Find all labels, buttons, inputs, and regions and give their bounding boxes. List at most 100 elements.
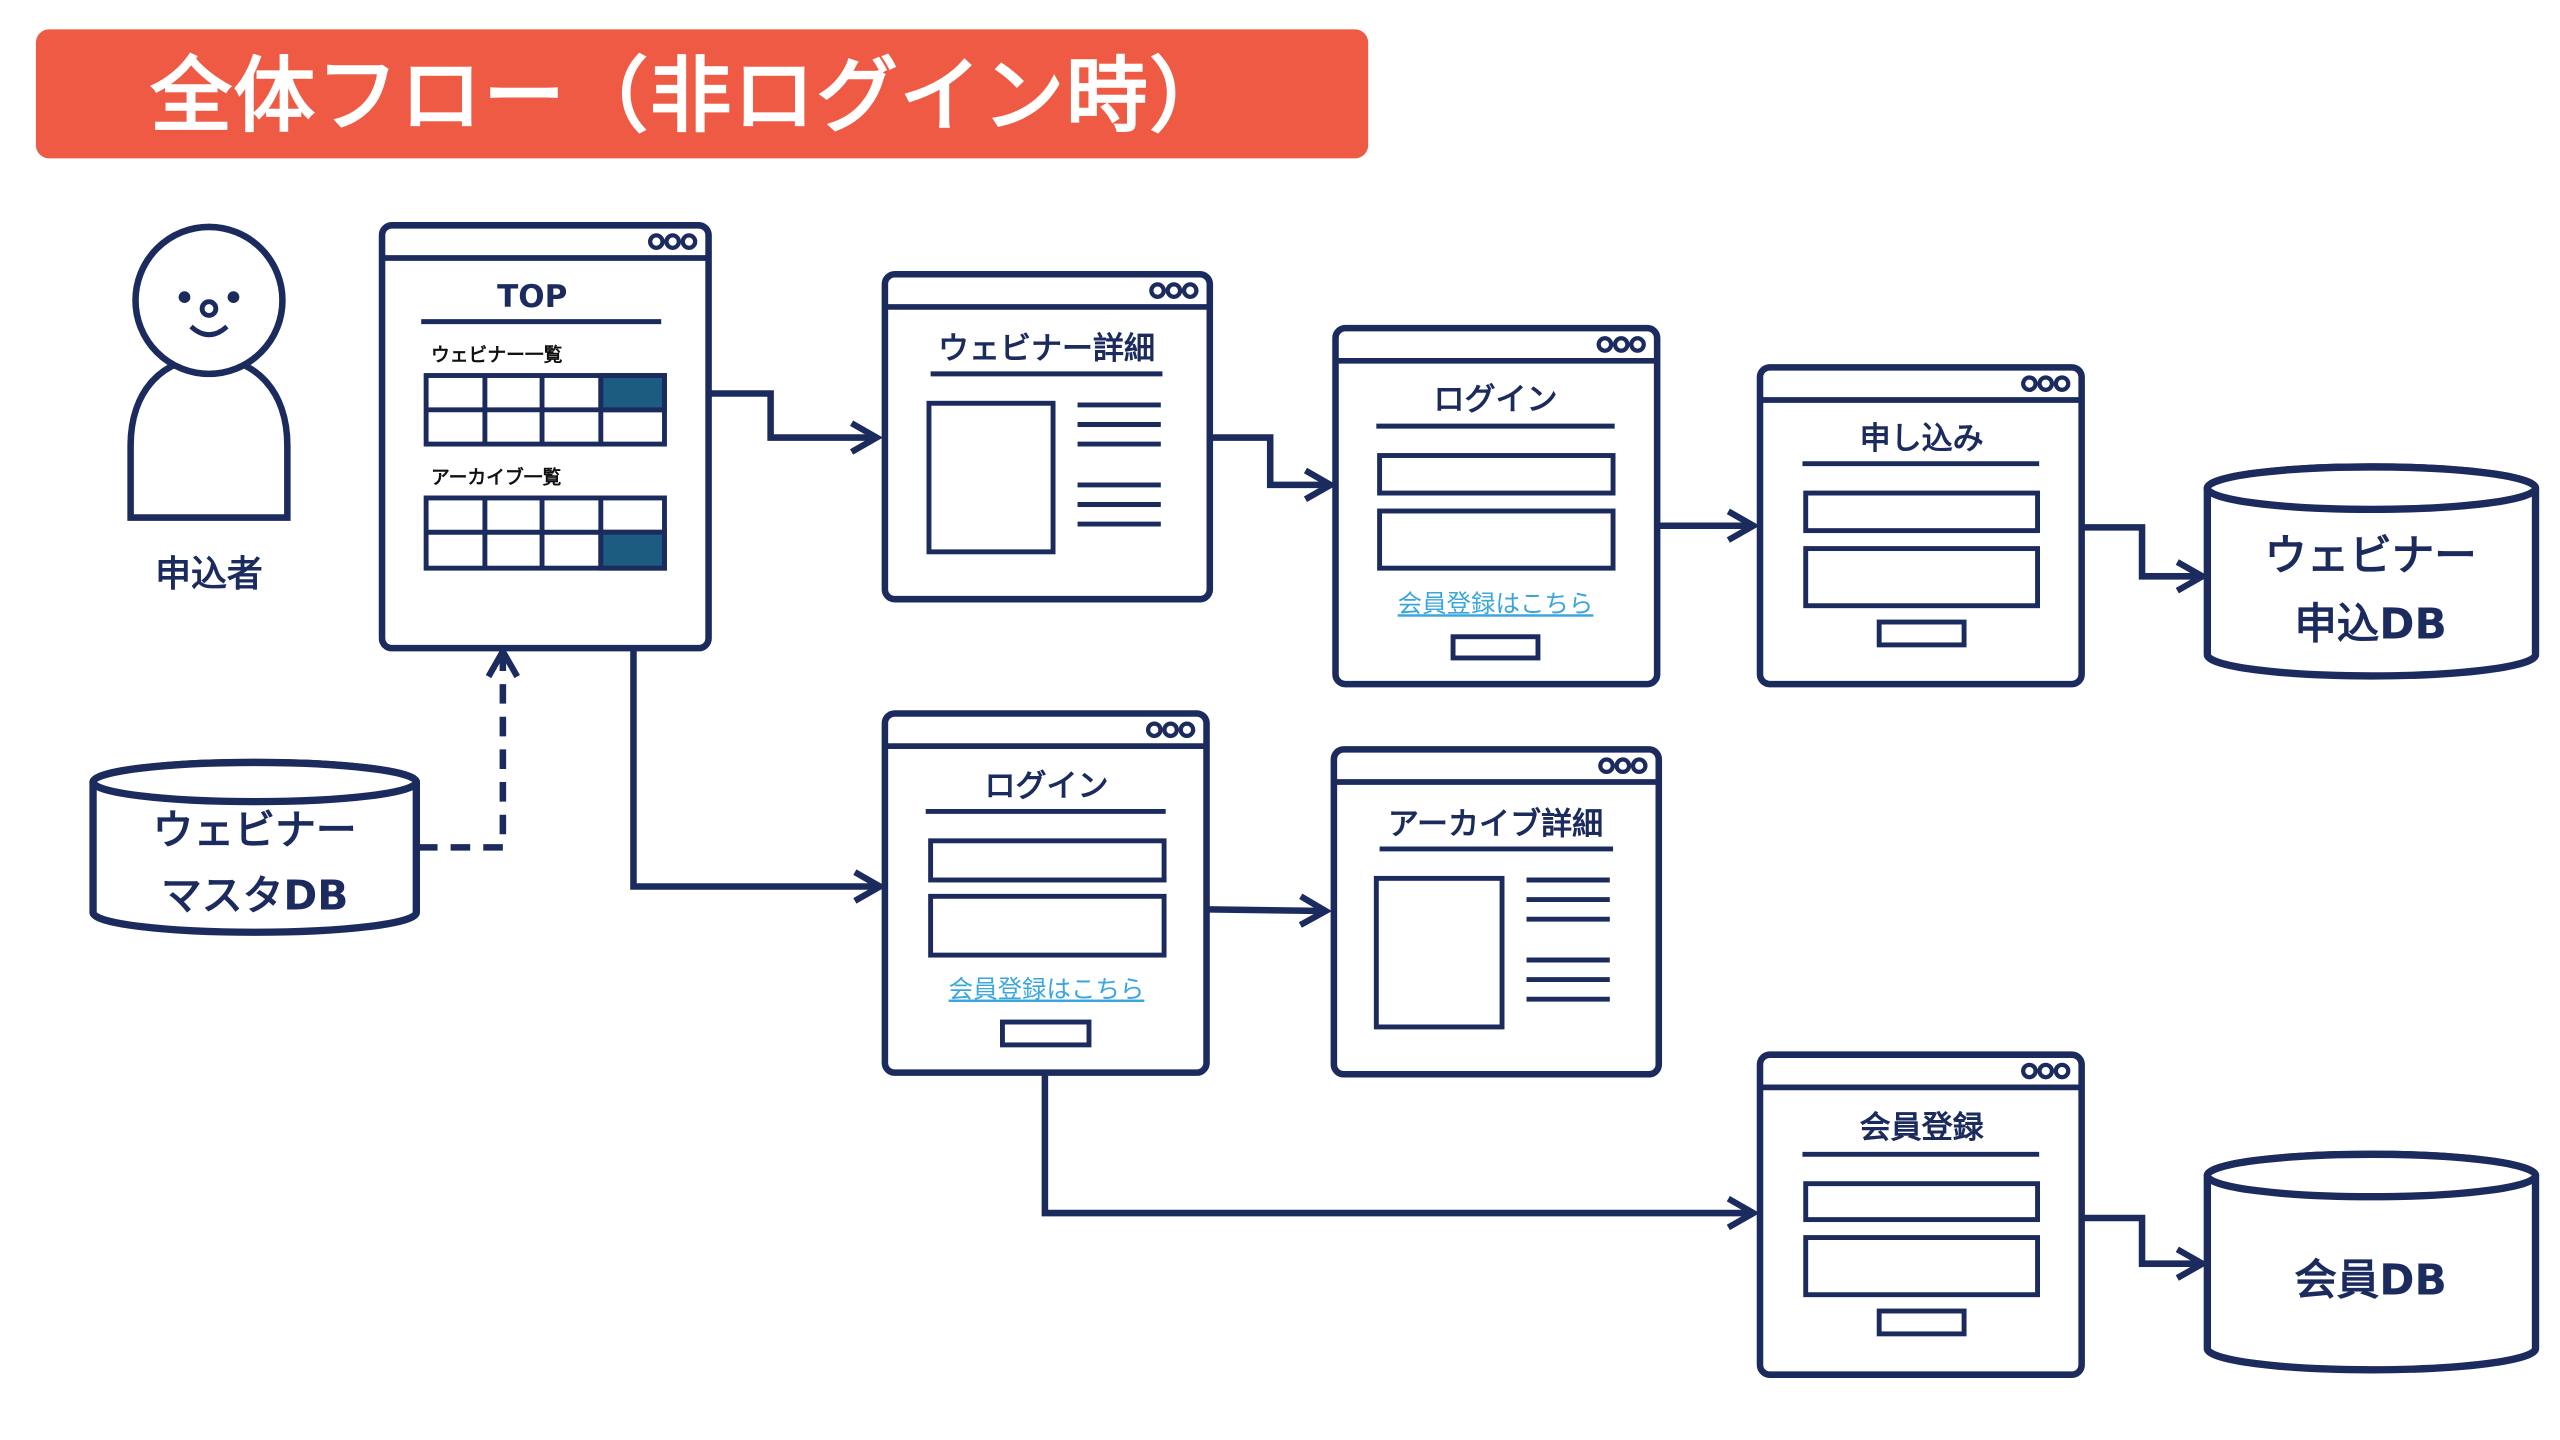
window-dot xyxy=(2037,375,2055,392)
screen-webinar-login: ログイン 会員登録はこちら xyxy=(1332,324,1661,688)
window-dots-icon xyxy=(1149,282,1199,299)
flow-arrows xyxy=(417,390,2203,1264)
window-dot xyxy=(2037,1062,2055,1080)
archive-list-selected-cell xyxy=(598,529,667,571)
text-placeholder-lines xyxy=(1526,877,1610,1002)
window-dot xyxy=(2021,375,2038,392)
arrow-archive-login-to-member-registration xyxy=(1041,1072,1754,1213)
title-banner: 全体フロー（非ログイン時） xyxy=(35,29,1369,159)
id-field-placeholder xyxy=(1377,453,1616,496)
arrow-member-registration-to-db xyxy=(2081,1214,2203,1264)
window-dot xyxy=(1614,757,1632,775)
arrow-webinar-detail-to-login xyxy=(1209,434,1331,485)
archive-list-grid xyxy=(423,495,667,571)
archive-list-label: アーカイブ一覧 xyxy=(431,465,561,488)
form-field-placeholder xyxy=(1803,1235,2040,1298)
window-dot xyxy=(2053,1062,2071,1080)
person-icon xyxy=(127,223,291,521)
database-icon xyxy=(89,758,420,936)
actor: 申込者 xyxy=(127,223,291,595)
database-member: 会員DB xyxy=(2203,1150,2540,1374)
database-label-line2: 申込DB xyxy=(2294,600,2446,649)
arrow-top-to-webinar-detail xyxy=(664,390,876,437)
window-dot xyxy=(664,233,681,250)
person-right-eye xyxy=(227,291,240,304)
window-dot xyxy=(1181,282,1199,299)
database-label-line2: マスタDB xyxy=(161,871,348,919)
database-webinar-master: ウェビナー マスタDB xyxy=(89,758,420,936)
text-placeholder-lines xyxy=(1077,402,1161,527)
window-dot xyxy=(1629,336,1646,353)
window-dots-icon xyxy=(2021,375,2071,392)
database-top xyxy=(2203,1150,2540,1201)
window-dot xyxy=(1612,336,1630,353)
screen-application: 申し込み xyxy=(1756,364,2085,688)
login-button-placeholder xyxy=(1450,634,1541,661)
screen-title: ウェビナー詳細 xyxy=(938,331,1155,367)
form-field-placeholder xyxy=(1803,1181,2040,1223)
window-dots-icon xyxy=(1598,757,1648,775)
image-placeholder xyxy=(1373,875,1505,1030)
register-link: 会員登録はこちら xyxy=(949,975,1145,1004)
window-dot xyxy=(1598,757,1615,775)
title-banner-background xyxy=(35,29,1369,159)
window-dot xyxy=(1178,721,1196,739)
person-body xyxy=(127,354,291,521)
password-field-placeholder xyxy=(928,893,1167,958)
window-dot xyxy=(1162,721,1179,739)
database-label-line1: ウェビナー xyxy=(153,806,357,854)
window-dot xyxy=(2021,1062,2038,1080)
screen-webinar-detail: ウェビナー詳細 xyxy=(881,271,1214,603)
database-label-line1: 会員DB xyxy=(2294,1257,2446,1306)
window-dot xyxy=(680,233,698,250)
arrow-top-to-archive-login xyxy=(630,568,880,886)
screen-title: TOP xyxy=(497,279,567,315)
screen-member-registration: 会員登録 xyxy=(1756,1051,2085,1378)
register-link: 会員登録はこちら xyxy=(1398,589,1594,618)
database-top xyxy=(2203,463,2540,514)
window-frame xyxy=(881,710,1210,1076)
actor-label: 申込者 xyxy=(155,554,263,595)
screen-title: 申し込み xyxy=(1860,421,1984,457)
submit-button-placeholder xyxy=(1876,619,1967,648)
window-frame xyxy=(1332,324,1661,688)
window-dot xyxy=(1165,282,1183,299)
arrow-master-db-to-top xyxy=(417,651,503,851)
password-field-placeholder xyxy=(1377,508,1616,571)
window-dot xyxy=(1149,282,1166,299)
window-dot xyxy=(1596,336,1614,353)
window-dots-icon xyxy=(648,233,698,250)
arrow-archive-login-to-archive-detail xyxy=(1208,909,1326,911)
window-dot xyxy=(2053,375,2071,392)
image-placeholder xyxy=(926,400,1056,555)
arrow-application-to-db xyxy=(2081,524,2203,576)
database-label-line1: ウェビナー xyxy=(2265,532,2477,581)
form-field-placeholder xyxy=(1803,546,2040,609)
person-left-eye xyxy=(178,291,191,304)
database-icon xyxy=(2203,1150,2540,1374)
webinar-list-grid xyxy=(423,373,667,447)
window-dots-icon xyxy=(1145,721,1196,739)
person-smile xyxy=(189,324,229,338)
window-dots-icon xyxy=(1596,336,1646,353)
window-dot xyxy=(1630,757,1648,775)
window-dots-icon xyxy=(2021,1062,2071,1080)
database-top xyxy=(89,758,420,806)
screen-archive-login: ログイン 会員登録はこちら xyxy=(881,710,1210,1076)
database-icon xyxy=(2203,463,2540,680)
window-dot xyxy=(648,233,665,250)
screen-title: ログイン xyxy=(1433,382,1557,418)
screen-top: TOP ウェビナー一覧 アーカイブ一覧 xyxy=(378,222,712,652)
login-button-placeholder xyxy=(1000,1019,1092,1048)
person-nose xyxy=(199,299,219,318)
screen-title: ログイン xyxy=(984,769,1108,805)
window-dot xyxy=(1145,721,1163,739)
webinar-list-label: ウェビナー一覧 xyxy=(431,343,563,366)
webinar-list-selected-cell xyxy=(598,373,667,413)
id-field-placeholder xyxy=(928,838,1167,883)
screen-title: 会員登録 xyxy=(1860,1110,1985,1146)
database-webinar-application: ウェビナー 申込DB xyxy=(2203,463,2540,680)
screen-archive-detail: アーカイブ詳細 xyxy=(1330,746,1663,1078)
diagram-title: 全体フロー（非ログイン時） xyxy=(149,49,1232,144)
